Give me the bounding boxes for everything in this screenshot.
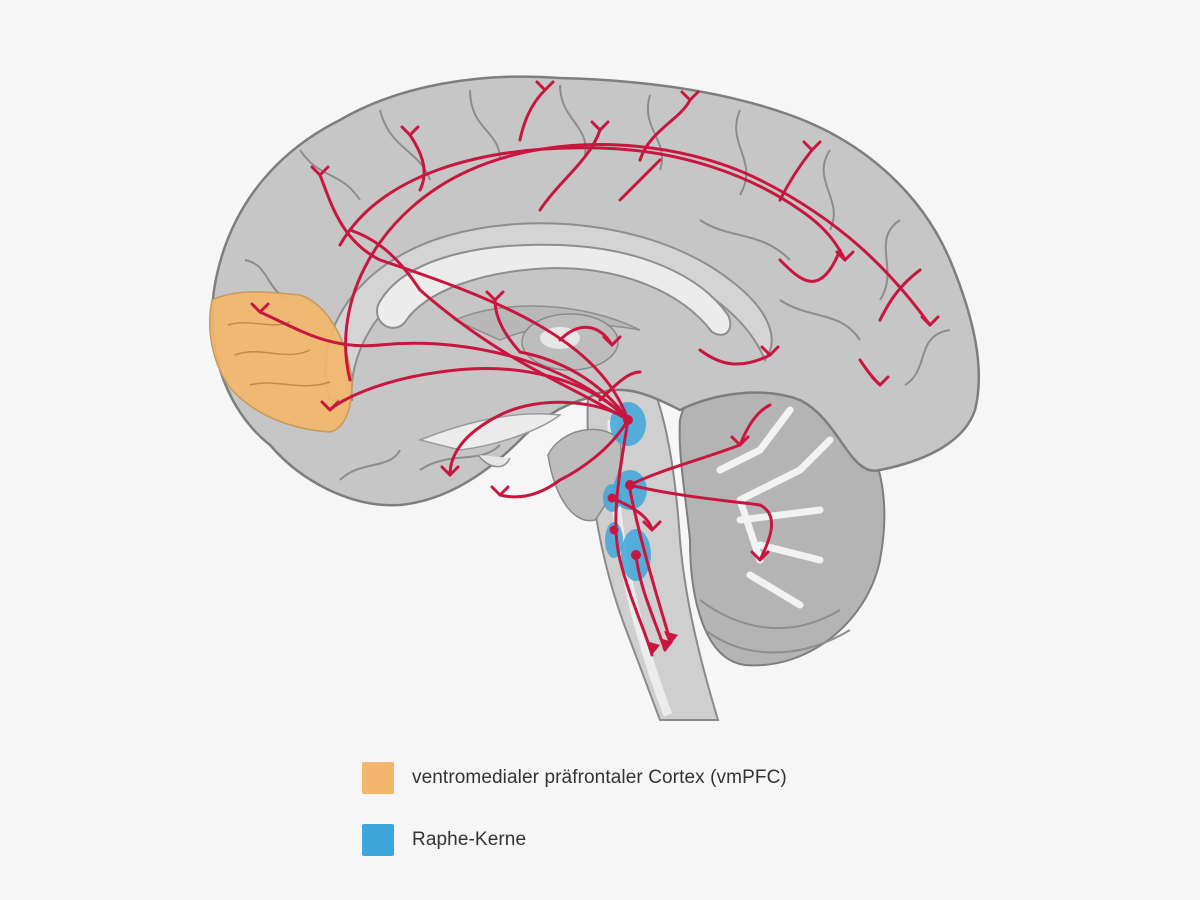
legend: ventromedialer präfrontaler Cortex (vmPF… [362, 762, 787, 856]
vmpfc-region [209, 291, 353, 433]
cerebellum-folia [699, 599, 851, 654]
legend-label-vmpfc: ventromedialer präfrontaler Cortex (vmPF… [412, 767, 787, 788]
arbor-vitae [716, 406, 834, 609]
pituitary [477, 454, 511, 468]
legend-item-vmpfc: ventromedialer präfrontaler Cortex (vmPF… [362, 762, 787, 794]
fiber-terminals [250, 80, 940, 562]
brain-sagittal-diagram [209, 75, 981, 721]
raphe-swatch [362, 824, 394, 856]
serotonergic-fibers [258, 88, 932, 657]
legend-label-raphe: Raphe-Kerne [412, 829, 527, 850]
legend-item-raphe: Raphe-Kerne [362, 824, 787, 856]
raphe-cell-bodies [607, 415, 641, 560]
descending-arrows [646, 631, 678, 655]
corpus-callosum [376, 243, 732, 336]
hypothalamus [417, 412, 562, 451]
vmpfc-swatch [362, 762, 394, 794]
